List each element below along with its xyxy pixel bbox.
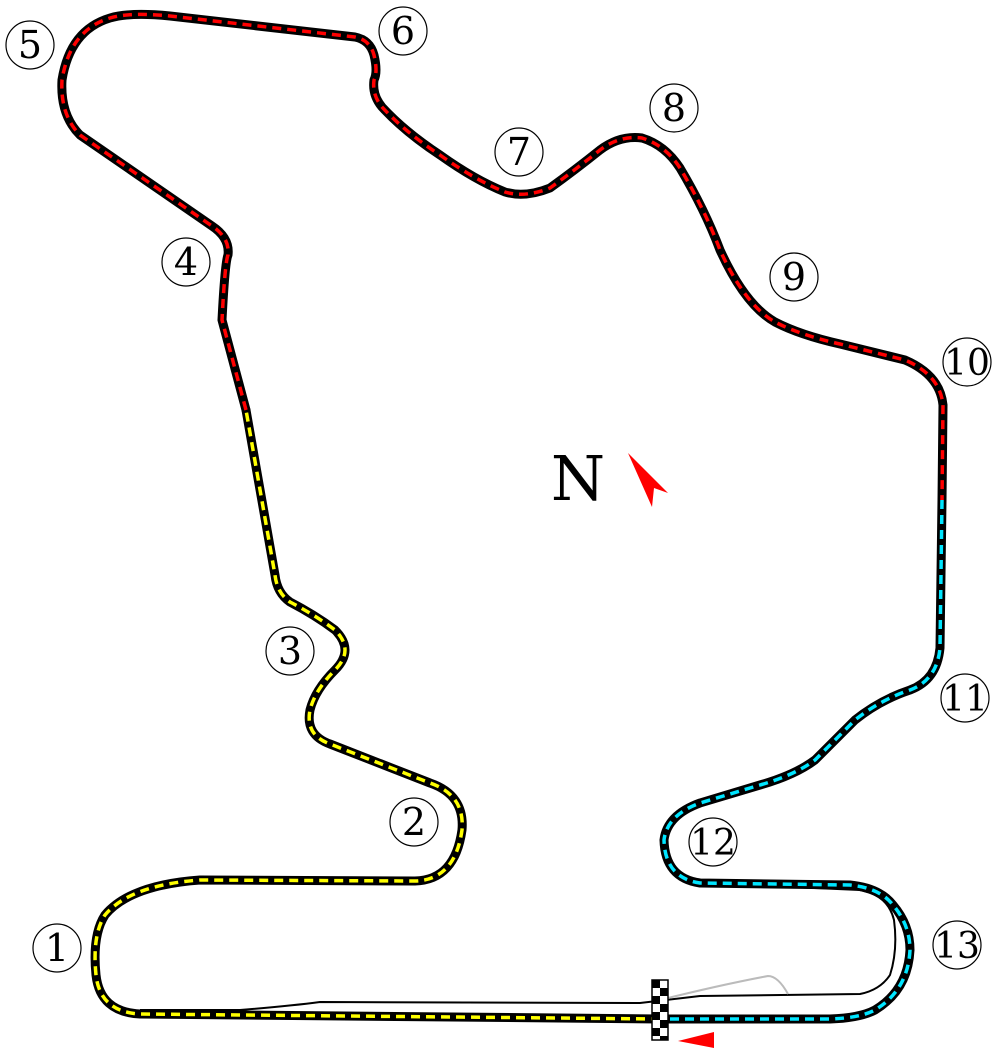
corner-circle [161, 237, 211, 287]
track-outline-sector3 [655, 495, 947, 1024]
corner-number: 13 [934, 926, 980, 967]
corner-label-13: 13 [932, 920, 982, 970]
corner-number: 12 [690, 823, 736, 864]
corner-number: 5 [18, 23, 42, 67]
corner-label-2: 2 [389, 797, 439, 847]
corner-number: 9 [782, 255, 806, 299]
corner-label-3: 3 [265, 626, 315, 676]
direction-arrow-icon [678, 1032, 714, 1048]
pit-lane-road [140, 882, 897, 1011]
sector3-dashes [660, 499, 944, 1021]
corner-circle [769, 252, 819, 302]
start-finish-line [651, 979, 669, 1041]
corner-circle [389, 797, 439, 847]
corner-number: 10 [944, 343, 990, 384]
corner-circle [649, 83, 699, 133]
corner-label-1: 1 [32, 923, 82, 973]
corner-label-6: 6 [378, 6, 428, 56]
corner-number: 3 [278, 629, 302, 673]
sector1-dashes [93, 409, 661, 1021]
corner-circle [265, 626, 315, 676]
corner-number: 2 [402, 800, 426, 844]
corner-label-11: 11 [940, 673, 990, 723]
corner-label-4: 4 [161, 237, 211, 287]
corner-circle [942, 337, 992, 387]
corner-number: 4 [174, 240, 198, 284]
pit-lane [140, 882, 897, 1011]
corner-circle [378, 6, 428, 56]
corner-circle [940, 673, 990, 723]
corner-number: 6 [391, 9, 415, 53]
corner-label-9: 9 [769, 252, 819, 302]
north-arrow-icon [628, 453, 668, 507]
pit-lane-exit [659, 974, 789, 1001]
corner-label-10: 10 [942, 337, 992, 387]
corner-label-7: 7 [494, 127, 544, 177]
corner-label-8: 8 [649, 83, 699, 133]
corner-circle [32, 923, 82, 973]
corner-circle [688, 817, 738, 867]
corner-circle [932, 920, 982, 970]
corner-label-5: 5 [5, 20, 55, 70]
corner-number: 7 [507, 130, 531, 174]
corner-circle [5, 20, 55, 70]
sector2-dashes [60, 12, 945, 501]
compass-label: N [551, 442, 605, 515]
corner-number: 1 [45, 926, 69, 970]
corner-number: 11 [942, 679, 988, 720]
corner-number: 8 [662, 86, 686, 130]
corner-label-12: 12 [688, 817, 738, 867]
corner-circle [494, 127, 544, 177]
